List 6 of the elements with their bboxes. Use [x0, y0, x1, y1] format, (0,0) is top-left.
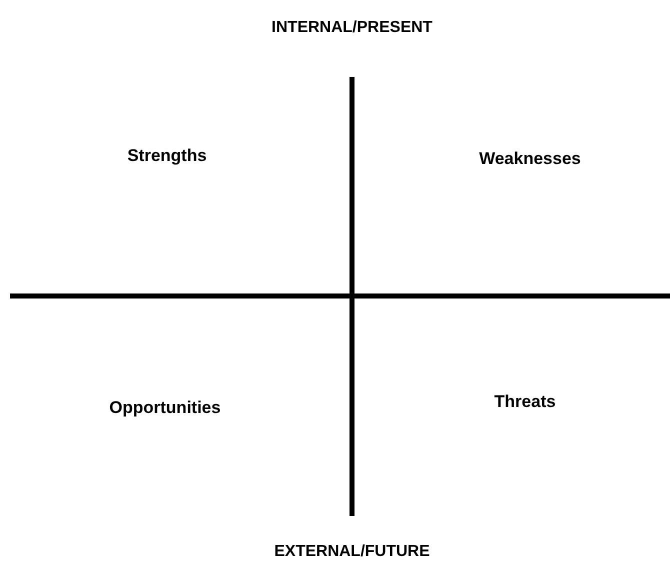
axis-label: INTERNAL/PRESENT: [272, 19, 432, 37]
quadrant-label: Weaknesses: [479, 149, 581, 169]
quadrant-label: Threats: [494, 392, 556, 412]
quadrant-label: Strengths: [127, 146, 207, 166]
quadrant-label: Opportunities: [109, 398, 221, 418]
axis-label: EXTERNAL/FUTURE: [274, 543, 430, 561]
